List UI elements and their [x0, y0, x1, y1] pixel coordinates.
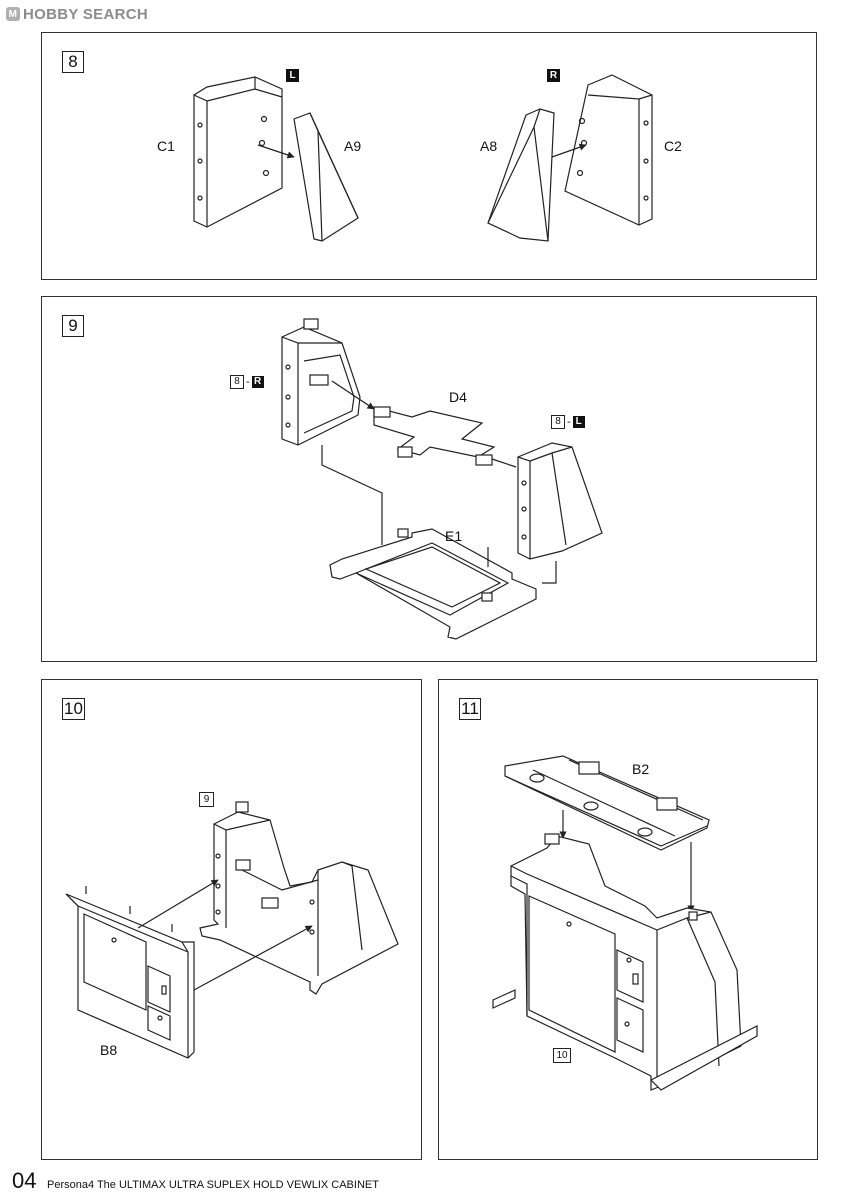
page-number: 04 — [12, 1168, 37, 1193]
ref-step-10: 10 — [553, 1048, 571, 1063]
label-b2: B2 — [632, 761, 650, 777]
step-9-illustration — [281, 318, 603, 640]
ref-step-number: 8 — [230, 375, 244, 389]
step-number: 9 — [62, 315, 84, 337]
ref-side-mark: L — [572, 416, 585, 428]
ref-dash: - — [246, 376, 250, 388]
ref-8-left: 8 - L — [551, 415, 585, 429]
ref-side-mark: R — [251, 376, 264, 388]
step-number: 10 — [62, 698, 85, 720]
footer-title: Persona4 The ULTIMAX ULTRA SUPLEX HOLD V… — [47, 1179, 379, 1191]
label-c2: C2 — [664, 138, 682, 154]
watermark-badge: M — [6, 7, 20, 21]
label-a8: A8 — [480, 138, 498, 154]
label-b8: B8 — [100, 1042, 118, 1058]
step-11-panel: 11 B2 10 — [438, 679, 818, 1160]
right-side-mark: R — [547, 69, 560, 82]
step-number: 11 — [459, 698, 481, 720]
step-number: 8 — [62, 51, 84, 73]
step-10-panel: 10 B8 9 — [41, 679, 422, 1160]
ref-dash: - — [567, 416, 571, 428]
label-e1: E1 — [445, 528, 463, 544]
ref-8-right: 8 - R — [230, 375, 264, 389]
step-8-illustration — [193, 74, 653, 242]
label-c1: C1 — [157, 138, 175, 154]
watermark-text: HOBBY SEARCH — [23, 5, 149, 23]
ref-step-9: 9 — [199, 792, 214, 807]
label-d4: D4 — [449, 389, 467, 405]
step-8-panel: 8 C1 A9 A8 C2 L R — [41, 32, 817, 280]
ref-step-number: 8 — [551, 415, 565, 429]
step-10-illustration — [65, 801, 399, 1059]
watermark: M HOBBY SEARCH — [6, 5, 148, 23]
step-9-panel: 9 D4 E1 — [41, 296, 817, 662]
left-side-mark: L — [286, 69, 299, 82]
label-a9: A9 — [344, 138, 362, 154]
step-11-illustration — [492, 755, 758, 1091]
